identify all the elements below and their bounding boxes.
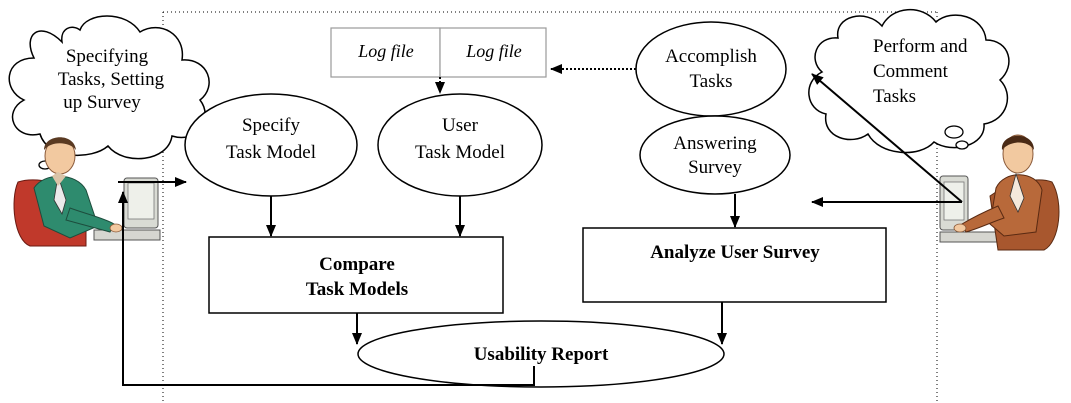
svg-text:Specifying: Specifying — [66, 46, 149, 67]
analyze-label: Analyze User Survey — [650, 242, 820, 263]
svg-text:Usability Report: Usability Report — [474, 344, 609, 365]
answering-survey-ellipse: Answering Survey — [639, 115, 791, 195]
log-files-group: Log file Log file — [330, 27, 547, 78]
arrows — [118, 64, 963, 386]
arrow-report-feedback-loop — [118, 191, 535, 386]
svg-text:Tasks: Tasks — [689, 71, 732, 92]
svg-text:Specify: Specify — [242, 115, 301, 136]
user-task-model-ellipse: User Task Model — [377, 93, 543, 197]
left-thought-cloud: Specifying Tasks, Setting up Survey — [8, 15, 210, 170]
specify-line-1: Specify — [242, 115, 301, 136]
left-cloud-line-2: Tasks, Setting — [58, 69, 165, 90]
svg-text:Perform and: Perform and — [873, 36, 968, 57]
cloud-bubble-large — [944, 125, 964, 139]
log-file-label-1: Log file — [357, 41, 414, 61]
right-thought-cloud: Perform and Comment Tasks — [808, 8, 1010, 154]
analyze-user-survey-box: Analyze User Survey — [582, 227, 887, 303]
answering-line-1: Answering — [673, 133, 757, 154]
svg-text:Survey: Survey — [688, 157, 742, 178]
left-cloud-line-3: up Survey — [63, 92, 141, 113]
accomplish-line-1: Accomplish — [665, 46, 757, 67]
compare-line-1: Compare — [319, 254, 395, 275]
svg-text:Compare: Compare — [319, 254, 395, 275]
log-file-label-2: Log file — [465, 41, 522, 61]
user-model-line-1: User — [442, 115, 479, 136]
specify-line-2: Task Model — [226, 142, 316, 163]
log-file-box-1 — [330, 27, 441, 78]
right-cloud-line-2: Comment — [873, 61, 949, 82]
svg-text:Task Models: Task Models — [306, 279, 408, 300]
log-file-box-2 — [439, 27, 547, 78]
cloud-bubble-small — [955, 140, 969, 150]
arrow-right-person-to-accomplish — [811, 73, 963, 203]
left-person-at-computer-icon — [13, 137, 161, 247]
svg-text:Comment: Comment — [873, 61, 949, 82]
answering-line-2: Survey — [688, 157, 742, 178]
compare-task-models-box: Compare Task Models — [208, 236, 504, 314]
compare-line-2: Task Models — [306, 279, 408, 300]
svg-text:Log file: Log file — [465, 41, 522, 61]
svg-text:Task Model: Task Model — [226, 142, 316, 163]
svg-text:Tasks: Tasks — [873, 86, 916, 107]
user-model-line-2: Task Model — [415, 142, 505, 163]
right-cloud-line-1: Perform and — [873, 36, 968, 57]
svg-text:Log file: Log file — [357, 41, 414, 61]
usability-report-ellipse: Usability Report — [357, 320, 725, 388]
right-cloud-line-3: Tasks — [873, 86, 916, 107]
accomplish-line-2: Tasks — [689, 71, 732, 92]
right-person-at-computer-icon — [939, 134, 1060, 251]
accomplish-tasks-ellipse: Accomplish Tasks — [635, 21, 787, 117]
specify-task-model-ellipse: Specify Task Model — [184, 93, 358, 197]
svg-text:Answering: Answering — [673, 133, 757, 154]
svg-text:Tasks, Setting: Tasks, Setting — [58, 69, 165, 90]
usability-label: Usability Report — [474, 344, 609, 365]
svg-text:Accomplish: Accomplish — [665, 46, 757, 67]
svg-text:Analyze User Survey: Analyze User Survey — [650, 242, 820, 263]
svg-text:Task Model: Task Model — [415, 142, 505, 163]
svg-text:User: User — [442, 115, 479, 136]
svg-text:up Survey: up Survey — [63, 92, 141, 113]
left-cloud-line-1: Specifying — [66, 46, 149, 67]
